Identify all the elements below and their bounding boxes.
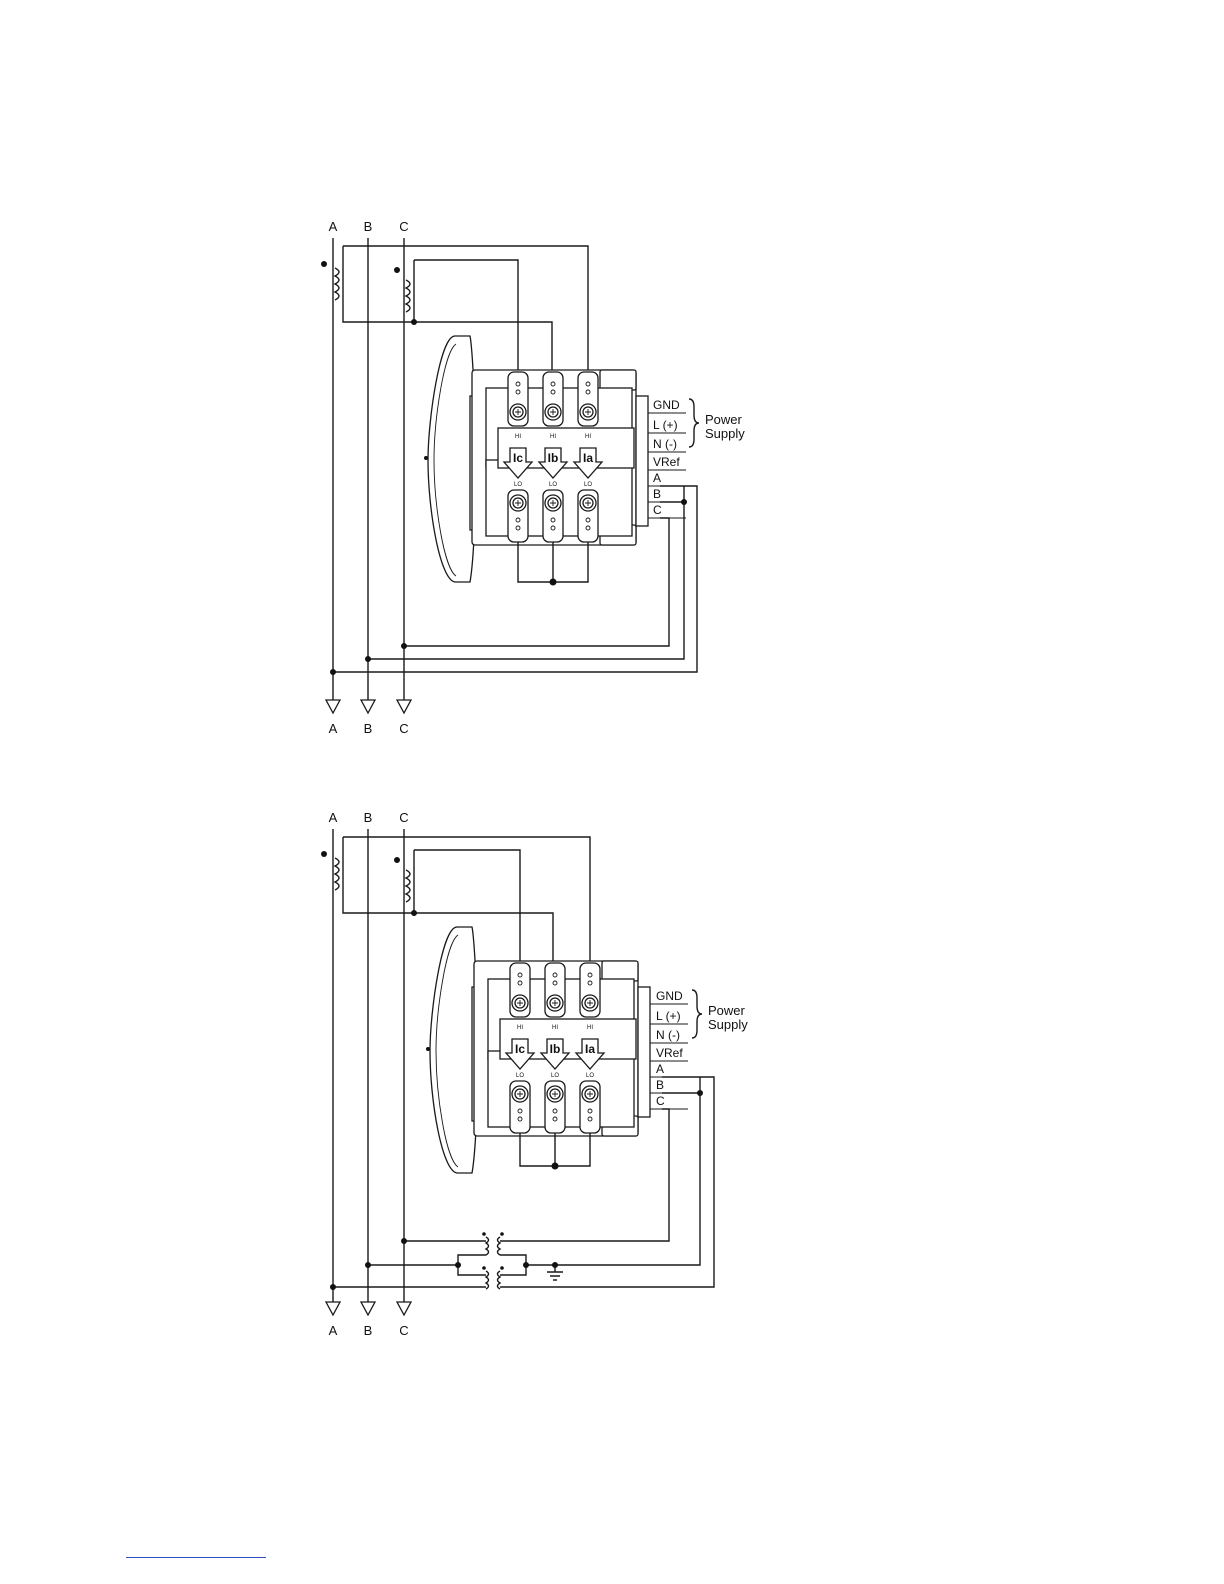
current-input-ic: Ic	[513, 451, 523, 465]
phase-label-top-b: B	[364, 810, 373, 825]
current-input-ia: Ia	[585, 1042, 595, 1056]
terminal-a: A	[656, 1062, 664, 1076]
meter-body	[426, 927, 650, 1173]
hi-label: HI	[550, 434, 556, 440]
hi-label: HI	[552, 1025, 558, 1031]
phase-label-bottom-c: C	[399, 721, 408, 736]
terminal-n: N (-)	[656, 1028, 680, 1042]
power-supply-label: Supply	[708, 1017, 748, 1032]
terminal-b: B	[653, 487, 661, 501]
hi-label: HI	[515, 434, 521, 440]
lo-label: LO	[551, 1073, 559, 1079]
hi-label: HI	[517, 1025, 523, 1031]
phase-label-top-a: A	[329, 810, 338, 825]
lo-common-wire	[518, 542, 588, 582]
phase-label-bottom-a: A	[329, 721, 338, 736]
brace-icon	[689, 399, 699, 447]
hi-label: HI	[587, 1025, 593, 1031]
lo-label: LO	[514, 482, 522, 488]
ground-icon	[547, 1265, 563, 1280]
phase-label-bottom-a: A	[329, 1323, 338, 1338]
arrow-icon	[326, 1302, 340, 1315]
arrow-icon	[397, 1302, 411, 1315]
power-supply-label: Supply	[705, 426, 745, 441]
phase-label-top-c: C	[399, 219, 408, 234]
phase-label-bottom-b: B	[364, 721, 373, 736]
phase-label-top-b: B	[364, 219, 373, 234]
terminal-b: B	[656, 1078, 664, 1092]
terminal-l: L (+)	[656, 1009, 681, 1023]
current-input-ib: Ib	[548, 451, 559, 465]
brace-icon	[692, 990, 702, 1038]
terminal-c: C	[653, 503, 662, 517]
power-supply-label: Power	[705, 412, 743, 427]
lo-label: LO	[549, 482, 557, 488]
arrow-icon	[326, 700, 340, 713]
terminal-a: A	[653, 471, 661, 485]
arrow-icon	[361, 700, 375, 713]
terminal-gnd: GND	[656, 989, 683, 1003]
lo-common-wire	[520, 1133, 590, 1166]
phase-label-bottom-b: B	[364, 1323, 373, 1338]
diagram-2: A B C A B C HI HI HI Ic Ib Ia LO LO LO	[321, 810, 748, 1338]
phase-label-top-c: C	[399, 810, 408, 825]
terminal-n: N (-)	[653, 437, 677, 451]
arrow-icon	[397, 700, 411, 713]
phase-label-bottom-c: C	[399, 1323, 408, 1338]
terminal-vref: VRef	[656, 1046, 683, 1060]
phase-label-top-a: A	[329, 219, 338, 234]
terminal-c: C	[656, 1094, 665, 1108]
current-input-ia: Ia	[583, 451, 593, 465]
meter-body	[424, 336, 648, 582]
current-input-ib: Ib	[550, 1042, 561, 1056]
current-input-ic: Ic	[515, 1042, 525, 1056]
terminal-l: L (+)	[653, 418, 678, 432]
footer-rule	[126, 1557, 266, 1558]
terminal-gnd: GND	[653, 398, 680, 412]
power-supply-label: Power	[708, 1003, 746, 1018]
lo-label: LO	[584, 482, 592, 488]
arrow-icon	[361, 1302, 375, 1315]
lo-label: LO	[586, 1073, 594, 1079]
hi-label: HI	[585, 434, 591, 440]
terminal-vref: VRef	[653, 455, 680, 469]
diagram-1: A B C A B C HI HI HI Ic Ib	[321, 219, 745, 736]
lo-label: LO	[516, 1073, 524, 1079]
